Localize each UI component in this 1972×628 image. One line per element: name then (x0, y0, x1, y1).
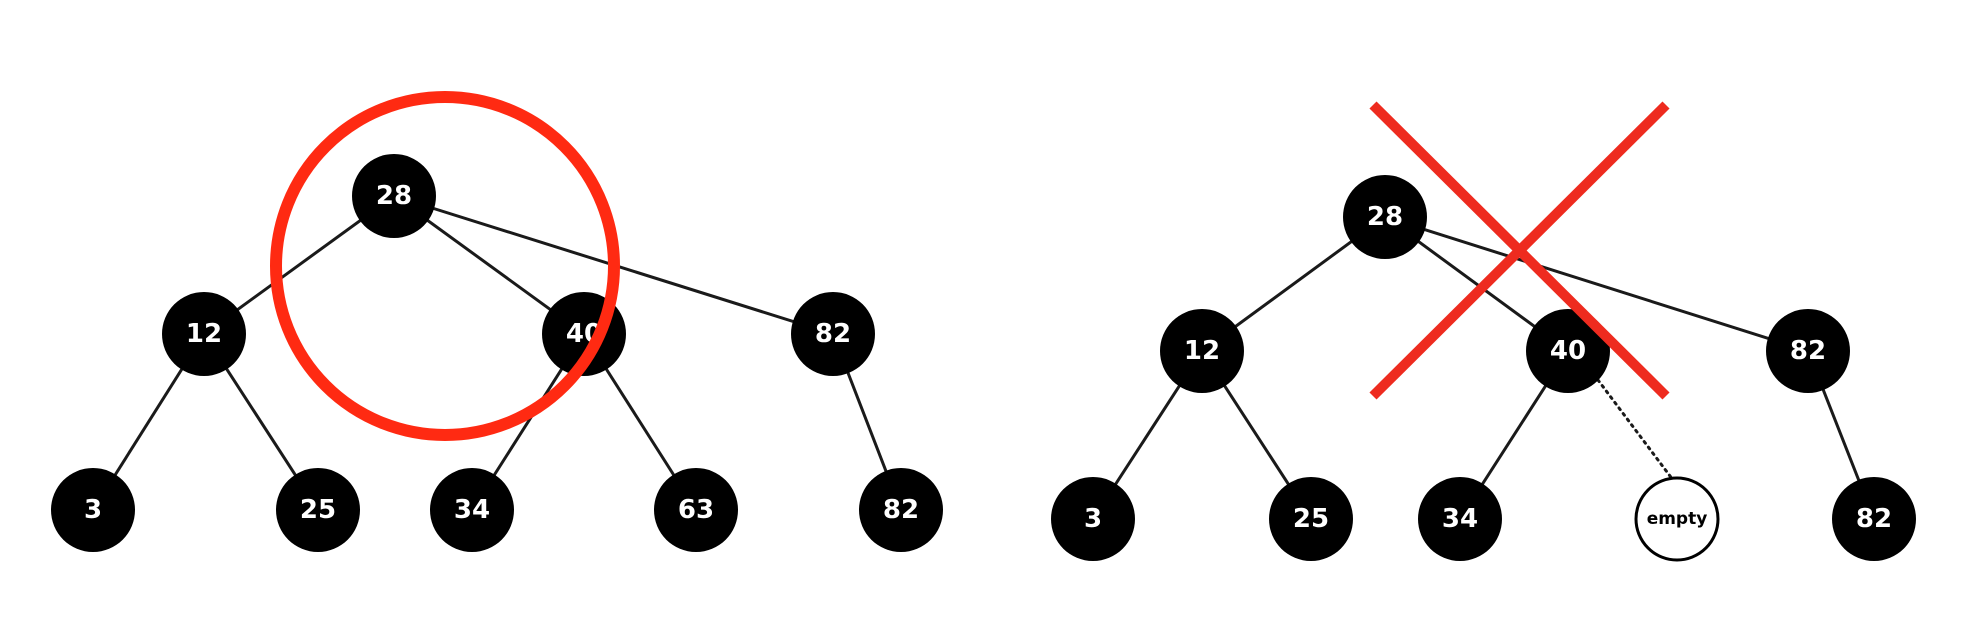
right-tree-node-28: 28 (1343, 175, 1427, 259)
left-tree: 28 12 40 82 3 25 34 63 (51, 91, 943, 552)
right-edge-40-empty-dotted (1596, 378, 1675, 482)
right-tree-node-12: 12 (1160, 309, 1244, 393)
left-tree-node-82: 82 (791, 292, 875, 376)
right-edge-28-82 (1384, 215, 1809, 353)
left-tree-node-12: 12 (162, 292, 246, 376)
highlight-circle-mark (270, 91, 620, 441)
right-node-label: 34 (1442, 504, 1478, 534)
left-node-label: 63 (678, 495, 714, 525)
right-tree-node-40: 40 (1526, 309, 1610, 393)
left-tree-node-28: 28 (352, 154, 436, 238)
right-tree-node-empty: empty (1634, 476, 1720, 562)
right-node-label: 82 (1790, 336, 1826, 366)
right-tree-node-82: 82 (1766, 309, 1850, 393)
right-node-label: 40 (1550, 336, 1586, 366)
right-tree: 28 12 40 82 3 25 34 empty (1051, 101, 1916, 562)
left-tree-node-82b: 82 (859, 468, 943, 552)
left-node-label: 28 (376, 181, 412, 211)
left-tree-node-3: 3 (51, 468, 135, 552)
right-node-label: 82 (1856, 504, 1892, 534)
left-node-label: 3 (84, 495, 102, 525)
left-tree-node-34: 34 (430, 468, 514, 552)
left-node-label: 82 (815, 319, 851, 349)
right-node-label: 25 (1293, 504, 1329, 534)
right-tree-node-34: 34 (1418, 477, 1502, 561)
left-node-label: 34 (454, 495, 490, 525)
right-tree-node-82b: 82 (1832, 477, 1916, 561)
rejection-x-mark (1369, 101, 1670, 400)
empty-node-label: empty (1647, 509, 1708, 529)
right-node-label: 12 (1184, 336, 1220, 366)
left-node-label: 12 (186, 319, 222, 349)
left-tree-node-25: 25 (276, 468, 360, 552)
left-node-label: 82 (883, 495, 919, 525)
right-node-label: 3 (1084, 504, 1102, 534)
right-tree-node-3: 3 (1051, 477, 1135, 561)
right-node-label: 28 (1367, 202, 1403, 232)
left-tree-node-63: 63 (654, 468, 738, 552)
left-node-label: 25 (300, 495, 336, 525)
right-tree-node-25: 25 (1269, 477, 1353, 561)
